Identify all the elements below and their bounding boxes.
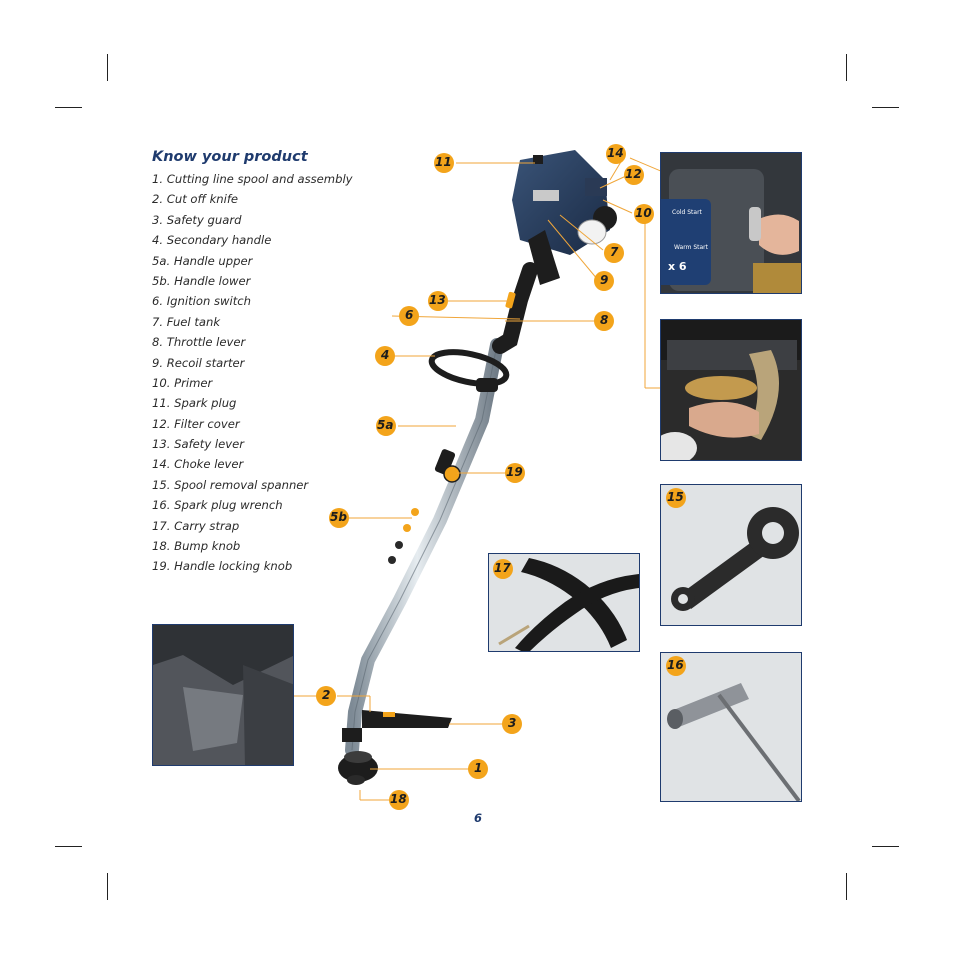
crop-mark [55, 107, 82, 108]
callout-5b: 5b [330, 510, 347, 524]
list-item: 5a. Handle upper [152, 253, 253, 268]
list-item: 4. Secondary handle [152, 233, 272, 248]
primer-count: x 6 [668, 260, 687, 273]
handle-locking-knob [443, 465, 461, 483]
crop-mark [872, 107, 899, 108]
list-item: 10. Primer [152, 375, 213, 390]
list-item: 16. Spark plug wrench [152, 498, 283, 513]
photo-choke-lever: Cold Start Warm Start x 6 [660, 152, 802, 294]
primer-bulb [685, 376, 757, 400]
photo-spool-spanner [660, 484, 802, 626]
finger [759, 214, 799, 255]
callout-16: 16 [667, 658, 684, 672]
rear-grip [492, 262, 538, 354]
carry-strap [521, 558, 627, 648]
list-item: 13. Safety lever [152, 437, 245, 452]
list-item: 7. Fuel tank [152, 314, 221, 329]
section-heading: Know your product [152, 149, 308, 165]
shaft-coupling [434, 449, 456, 475]
list-item: 8. Throttle lever [152, 335, 246, 350]
list-item: 1. Cutting line spool and assembly [152, 172, 353, 186]
photo-carry-strap [488, 553, 640, 652]
list-item: 5b. Handle lower [152, 273, 251, 288]
list-item: 14. Choke lever [152, 457, 244, 472]
list-item: 12. Filter cover [152, 416, 240, 431]
spanner-shaft [679, 541, 765, 609]
callout-2: 2 [322, 688, 331, 702]
finger [689, 401, 759, 438]
callout-3: 3 [508, 716, 517, 730]
callout-13: 13 [429, 293, 446, 307]
loop-handle [428, 349, 510, 387]
crop-mark [846, 873, 847, 900]
callout-17: 17 [494, 561, 511, 575]
choke-lever [749, 207, 761, 241]
cut-off-knife [183, 687, 243, 751]
callout-1: 1 [474, 761, 483, 775]
callout-19: 19 [506, 465, 523, 479]
engine-label [533, 190, 559, 201]
list-item: 3. Safety guard [152, 212, 242, 227]
crop-mark [107, 873, 108, 900]
safety-lever [505, 291, 516, 309]
callout-9: 9 [600, 273, 609, 287]
callout-6: 6 [405, 308, 414, 322]
photo-cut-off-knife [152, 624, 294, 766]
callout-7: 7 [610, 245, 619, 259]
filter-cover [585, 178, 607, 196]
drive-shaft [345, 338, 504, 757]
crop-mark [55, 846, 82, 847]
list-item: 19. Handle locking knob [152, 559, 293, 574]
shaft-decal [388, 508, 419, 564]
spark-plug-cap [533, 155, 543, 164]
bump-knob [347, 775, 365, 785]
callout-11: 11 [435, 155, 452, 169]
safety-guard [362, 710, 452, 728]
fuel-tank [577, 219, 607, 245]
list-item: 15. Spool removal spanner [152, 477, 309, 492]
photo-spark-plug-wrench [660, 652, 802, 802]
parts-list: 1. Cutting line spool and assembly 2. Cu… [152, 171, 353, 579]
wrench-tube [671, 683, 749, 727]
list-item: 9. Recoil starter [152, 355, 245, 370]
callout-12: 12 [625, 167, 642, 181]
list-item: 18. Bump knob [152, 539, 241, 554]
callout-14: 14 [607, 146, 624, 160]
crop-mark [107, 54, 108, 81]
list-item: 6. Ignition switch [152, 294, 251, 309]
callout-18: 18 [390, 792, 407, 806]
list-item: 11. Spark plug [152, 396, 237, 411]
tommy-bar [717, 693, 801, 801]
list-item: 17. Carry strap [152, 518, 240, 533]
crop-mark [846, 54, 847, 81]
crop-mark [872, 846, 899, 847]
callout-5a: 5a [377, 418, 394, 432]
page-number: 6 [474, 811, 483, 825]
callout-10: 10 [635, 206, 652, 220]
list-item: 2. Cut off knife [152, 192, 239, 207]
callout-15: 15 [667, 490, 684, 504]
photo-primer [660, 319, 802, 461]
callout-8: 8 [600, 313, 609, 327]
choke-label-top: Cold Start [672, 209, 702, 216]
choke-label-bottom: Warm Start [674, 244, 708, 251]
callout-4: 4 [381, 348, 390, 362]
